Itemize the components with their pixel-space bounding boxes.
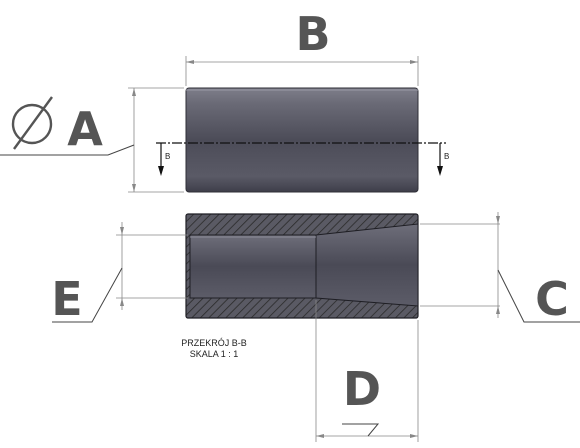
dimension-c [420, 212, 580, 323]
dimension-a [0, 87, 184, 193]
section-view [185, 213, 419, 319]
dimension-e [52, 222, 188, 323]
cylinder-side-view [185, 87, 419, 193]
label-a: A [67, 102, 103, 156]
dimension-b [185, 56, 419, 86]
section-arrow-left-label: B [165, 152, 170, 161]
label-c: C [535, 272, 569, 326]
label-e: E [51, 272, 82, 326]
section-arrow-right-label: B [444, 152, 449, 161]
section-title: PRZEKRÓJ B-B [181, 338, 247, 348]
section-scale: SKALA 1 : 1 [190, 349, 239, 359]
diameter-icon [11, 96, 53, 150]
section-arrow-right [437, 143, 443, 176]
dimension-d [315, 300, 419, 442]
section-arrow-left [158, 143, 164, 176]
label-d: D [343, 362, 381, 416]
label-b: B [295, 7, 330, 61]
